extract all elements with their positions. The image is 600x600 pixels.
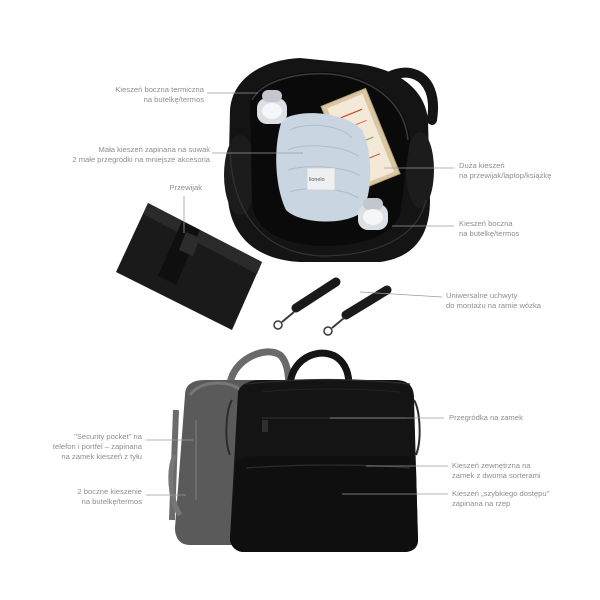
label-quick-access-pocket: Kieszeń „szybkiego dostępu” zapinana na …: [452, 489, 550, 508]
bottle-bottom: [358, 198, 388, 230]
label-changing-mat: Przewijak: [169, 183, 203, 192]
backpack-front-view: [225, 349, 421, 552]
leader-lines: [146, 92, 454, 496]
label-small-zip-pocket: Mała kieszeń zapinana na suwak 2 małe pr…: [72, 145, 210, 164]
label-thermal-side-pocket: Kieszeń boczna termiczna na butelkę/term…: [115, 85, 204, 104]
label-security-pocket: "Security pocket" na telefon i portfel –…: [52, 432, 142, 461]
label-stroller-straps: Uniwersalne uchwyty do montażu na ramie …: [446, 291, 541, 310]
label-large-pocket: Duża kieszeń na przewijak/laptop/książkę: [459, 161, 552, 180]
label-side-pockets-two: 2 boczne kieszenie na butelkę/termos: [77, 487, 142, 506]
open-bag: [224, 58, 439, 262]
brand-tag: [306, 167, 336, 191]
bottle-top: [257, 90, 287, 124]
brand-tag-text: lionelo: [309, 177, 325, 183]
label-outer-pocket: Kieszeń zewnętrzna na zamek z dwoma sort…: [452, 461, 541, 480]
label-side-pocket: Kieszeń boczna na butelkę/termos: [459, 219, 520, 238]
label-zip-compartment: Przegródka na zamek: [449, 413, 523, 422]
changing-mat: [116, 203, 262, 330]
stroller-straps: [273, 277, 392, 336]
